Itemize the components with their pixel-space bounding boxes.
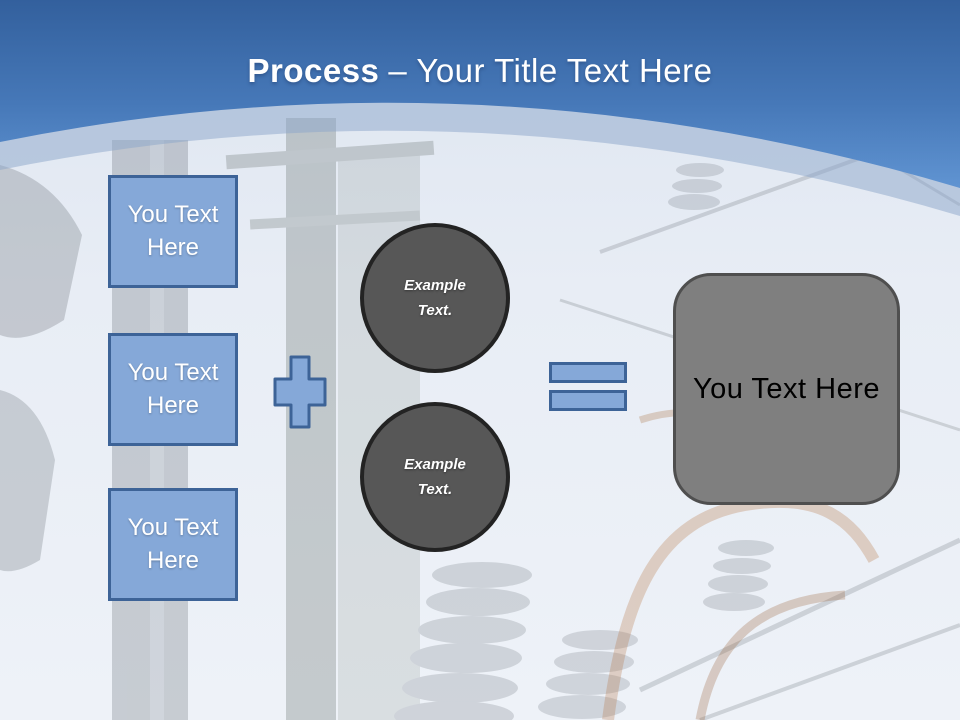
input-box-3-label: You Text Here	[127, 514, 219, 574]
header-curve	[0, 0, 960, 188]
slide-title: Process– Your Title Text Here	[0, 52, 960, 90]
title-rest: – Your Title Text Here	[388, 52, 713, 89]
input-box-3: You Text Here	[108, 488, 238, 601]
input-box-1: You Text Here	[108, 175, 238, 288]
result-box-label: You Text Here	[692, 372, 881, 405]
title-emphasis: Process	[247, 52, 380, 89]
process-circle-1: Example Text.	[360, 223, 510, 373]
process-circle-2-label: Example Text.	[404, 455, 466, 499]
equals-icon-top-bar	[549, 362, 627, 383]
process-circle-1-label: Example Text.	[404, 276, 466, 320]
process-circle-2: Example Text.	[360, 402, 510, 552]
input-box-2-label: You Text Here	[127, 359, 219, 419]
header-banner	[0, 0, 960, 216]
equals-icon-bottom-bar	[549, 390, 627, 411]
result-box: You Text Here	[673, 273, 900, 505]
input-box-1-label: You Text Here	[127, 201, 219, 261]
plus-icon	[273, 355, 327, 429]
input-box-2: You Text Here	[108, 333, 238, 446]
